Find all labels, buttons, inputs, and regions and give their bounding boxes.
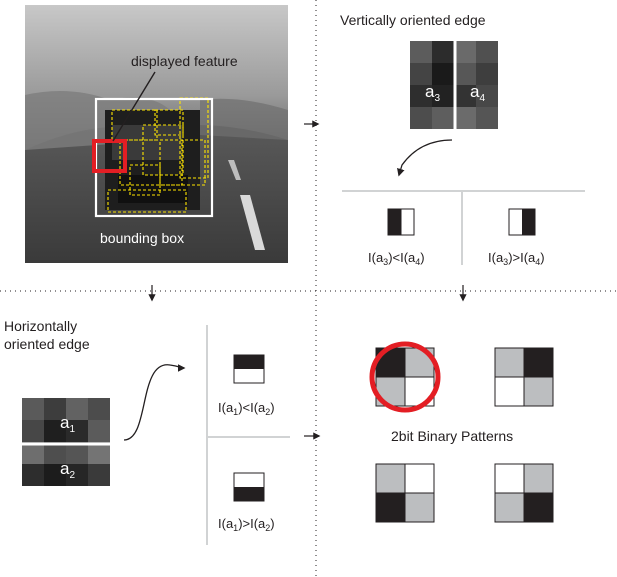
pattern-left-dark-icon <box>387 208 415 236</box>
horizontal-cell-a1: a1 <box>60 413 75 435</box>
vertical-edge-title: Vertically oriented edge <box>340 12 486 28</box>
binary-pattern-1 <box>375 347 435 407</box>
bounding-box-label: bounding box <box>100 230 184 246</box>
pattern-right-dark-icon <box>508 208 536 236</box>
vertical-cell-a4: a4 <box>470 82 485 104</box>
pattern-bottom-dark-icon <box>233 472 265 502</box>
vertical-greater-formula: I(a3)>I(a4) <box>488 250 545 267</box>
horizontal-edge-title-line1: Horizontally <box>4 318 77 334</box>
feature-pointer-line <box>112 71 156 142</box>
vertical-less-formula: I(a3)<I(a4) <box>368 250 425 267</box>
pattern-top-dark-icon <box>233 354 265 384</box>
selected-pattern-highlight <box>369 341 441 413</box>
horizontal-less-formula: I(a1)<I(a2) <box>218 400 275 417</box>
vertical-cell-a3: a3 <box>425 82 440 104</box>
displayed-feature-box <box>92 139 127 173</box>
binary-pattern-4 <box>494 463 554 523</box>
vertical-edge-patch <box>410 41 498 129</box>
binary-patterns-title: 2bit Binary Patterns <box>391 428 513 444</box>
vertical-curved-arrow <box>397 139 453 177</box>
horizontal-greater-formula: I(a1)>I(a2) <box>218 516 275 533</box>
road-photo <box>25 5 288 263</box>
displayed-feature-label: displayed feature <box>131 53 238 69</box>
binary-pattern-2 <box>494 347 554 407</box>
horizontal-edge-patch <box>22 398 110 486</box>
horizontal-curved-arrow <box>123 364 186 441</box>
horizontal-cell-a2: a2 <box>60 459 75 481</box>
binary-pattern-3 <box>375 463 435 523</box>
horizontal-edge-title-line2: oriented edge <box>4 336 90 352</box>
roi-boxes <box>107 97 209 213</box>
